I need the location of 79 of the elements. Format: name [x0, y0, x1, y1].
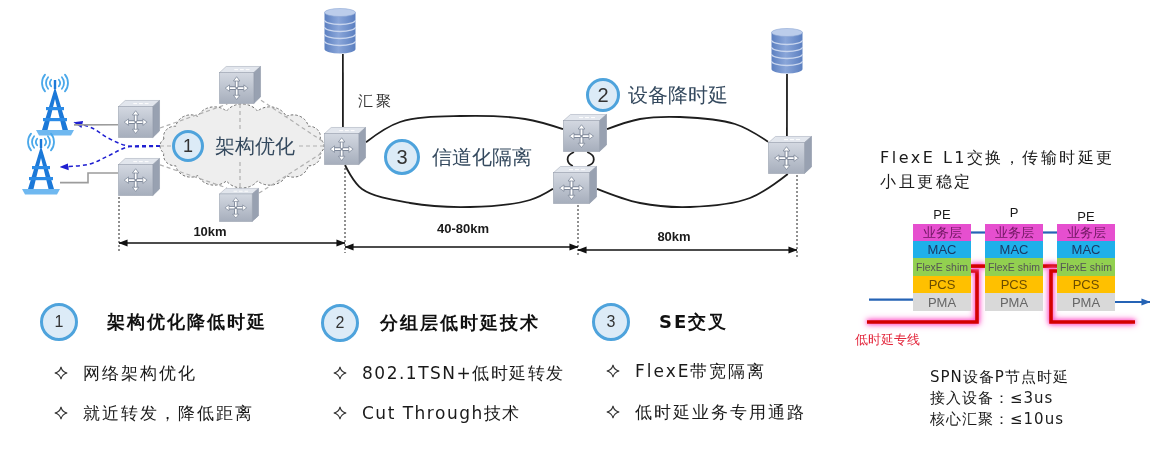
- router-icon: [324, 127, 366, 165]
- protocol-layer: 业务层: [1057, 224, 1115, 241]
- protocol-layer: PCS: [985, 276, 1043, 293]
- line-label: 低时延专线: [855, 331, 920, 349]
- annotation-text: FlexE L1交换，传输时延更小且更稳定: [880, 147, 1116, 193]
- thick-connector-line: [1049, 269, 1135, 324]
- protocol-layer: FlexE shim: [985, 258, 1043, 276]
- callout-text: 架构优化: [215, 134, 295, 158]
- protocol-layer: 业务层: [913, 224, 971, 241]
- protocol-layer: PCS: [913, 276, 971, 293]
- protocol-layer: PMA: [985, 293, 1043, 311]
- connector-line: [566, 151, 575, 167]
- dashed-connector-line: [159, 164, 228, 189]
- note-text: SPN设备P节点时延: [930, 367, 1069, 387]
- stack-heading: PE: [933, 206, 951, 224]
- thick-connector-line: [971, 264, 985, 268]
- router-icon: [553, 166, 597, 204]
- connector-line: [786, 73, 788, 137]
- connector-line: [869, 298, 913, 301]
- thick-connector-line: [1043, 264, 1057, 268]
- bullet-text: Cut Through技术: [362, 401, 521, 425]
- protocol-layer: PMA: [1057, 293, 1115, 311]
- note-text: 接入设备：≤3us: [930, 388, 1054, 408]
- protocol-layer: MAC: [1057, 241, 1115, 258]
- note-text: 核心汇聚：≤10us: [930, 409, 1064, 429]
- number-badge: 3: [592, 303, 630, 341]
- connector-line: [1043, 231, 1057, 234]
- protocol-layer: MAC: [985, 241, 1043, 258]
- router-icon: [563, 114, 607, 152]
- bullet-text: 就近转发，降低距离: [83, 401, 254, 425]
- callout-text: 汇聚: [358, 92, 394, 110]
- router-icon: [219, 188, 259, 222]
- connector-line: [342, 53, 344, 128]
- bullet-text: FlexE带宽隔离: [635, 359, 767, 383]
- connector-line: [365, 114, 564, 144]
- cell-tower-icon: [22, 133, 60, 195]
- router-icon: [118, 158, 160, 196]
- number-badge: 1: [40, 303, 78, 341]
- distance-label: 40-80km: [437, 220, 489, 238]
- connector-line: [606, 115, 769, 143]
- callout-text: 信道化隔离: [432, 145, 532, 169]
- connector-line: [59, 172, 119, 184]
- dashed-arrow: [59, 144, 161, 171]
- network-cloud: [160, 104, 324, 188]
- cell-tower-icon: [36, 74, 74, 136]
- protocol-layer: FlexE shim: [913, 258, 971, 276]
- protocol-layer: 业务层: [985, 224, 1043, 241]
- router-icon: [768, 136, 812, 174]
- section-heading: 架构优化降低时延: [107, 311, 267, 333]
- thick-connector-line: [867, 269, 979, 324]
- connector-line: [586, 151, 595, 167]
- protocol-layer: MAC: [913, 241, 971, 258]
- connector-line: [971, 231, 985, 234]
- arrow: [1115, 298, 1151, 306]
- section-heading: 分组层低时延技术: [380, 312, 540, 334]
- bullet-text: 网络架构优化: [83, 361, 197, 385]
- connector-line: [596, 173, 789, 209]
- bullet-text: 802.1TSN+低时延转发: [362, 361, 565, 385]
- router-icon: [219, 66, 261, 104]
- connector-line: [344, 164, 554, 208]
- number-badge: 2: [586, 78, 620, 112]
- protocol-layer: FlexE shim: [1057, 258, 1115, 276]
- connector-line: [73, 124, 119, 126]
- protocol-layer: PMA: [913, 293, 971, 311]
- dashed-connector-line: [239, 161, 241, 189]
- router-icon: [118, 100, 160, 138]
- database-icon: [771, 28, 803, 74]
- number-badge: 3: [384, 139, 420, 175]
- bullet-text: 低时延业务专用通路: [635, 400, 806, 424]
- distance-label: 10km: [193, 223, 227, 239]
- protocol-layer: PCS: [1057, 276, 1115, 293]
- database-icon: [324, 8, 356, 54]
- distance-label: 80km: [657, 228, 691, 246]
- dashed-connector-line: [239, 103, 241, 131]
- stack-heading: P: [1009, 204, 1019, 222]
- number-badge: 2: [321, 304, 359, 342]
- stack-heading: PE: [1077, 208, 1095, 226]
- section-heading: SE交叉: [659, 311, 729, 333]
- callout-text: 设备降时延: [628, 83, 728, 107]
